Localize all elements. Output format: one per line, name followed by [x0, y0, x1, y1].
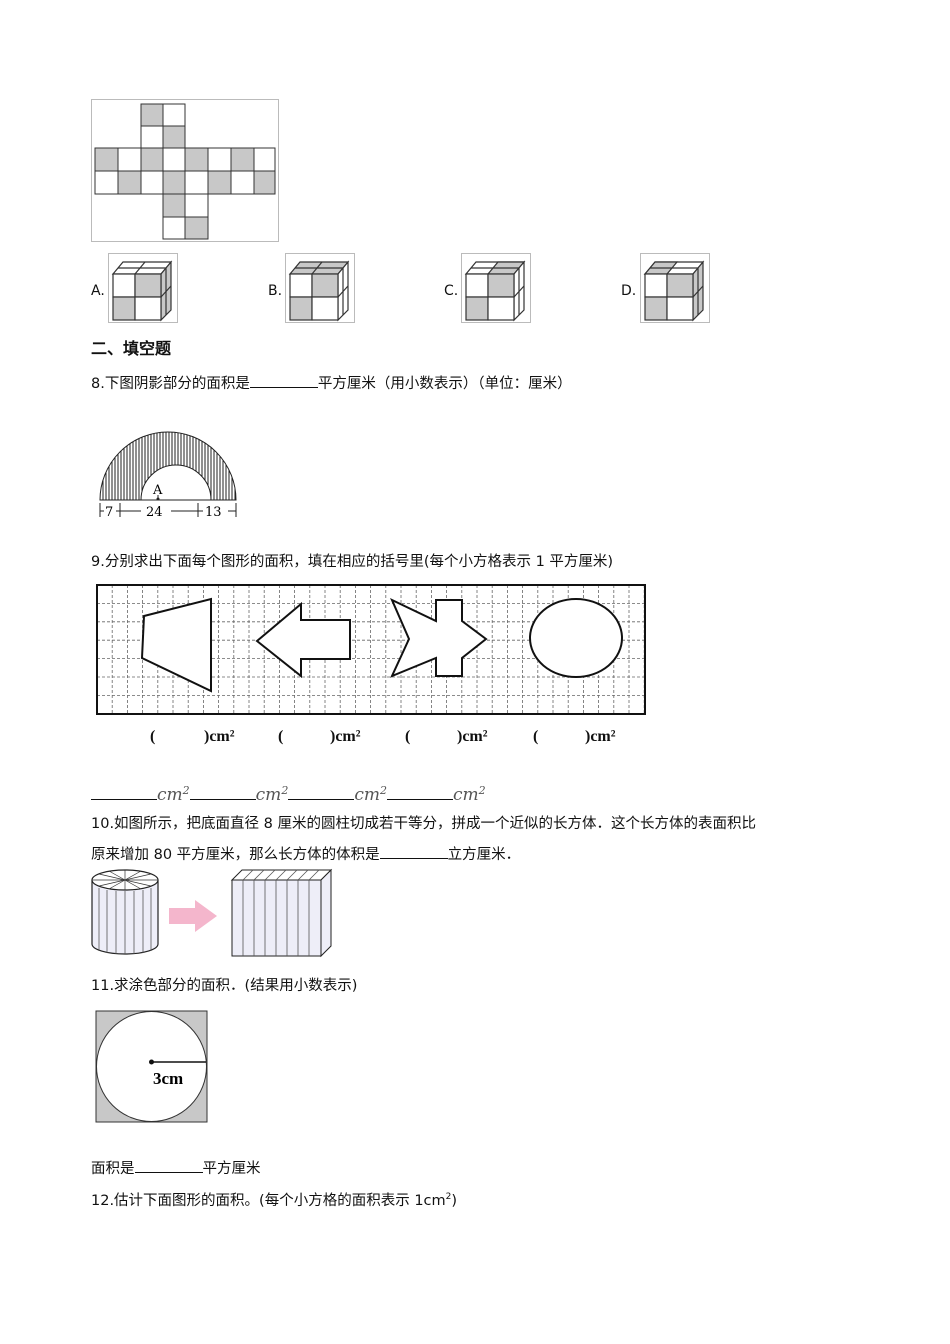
q10-answer-blank[interactable]: [379, 844, 448, 859]
q8-text: 8.下图阴影部分的面积是 平方厘米（用小数表示）（单位：厘米）: [91, 373, 572, 394]
cylinder-svg: [91, 868, 333, 958]
q9-text: 9.分别求出下面每个图形的面积，填在相应的括号里(每个小方格表示 1 平方厘米): [91, 554, 614, 570]
cube-net-svg: [94, 103, 276, 240]
paren-close-unit: )cm²: [585, 728, 616, 745]
circle-in-square-svg: 3cm: [95, 1010, 208, 1123]
option-c-label[interactable]: C.: [444, 283, 459, 299]
option-d-cube[interactable]: [640, 253, 710, 323]
semicircle-svg: A 7 24 13: [99, 431, 237, 520]
q8-prefix: 8.下图阴影部分的面积是: [91, 376, 250, 392]
q8-suffix: 平方厘米（用小数表示）（单位：厘米）: [317, 376, 572, 392]
cube-icon: [288, 260, 350, 322]
q12-text: 12.估计下面图形的面积。(每个小方格的面积表示 1cm2): [91, 1187, 457, 1211]
q11-answer-blank[interactable]: [134, 1158, 203, 1173]
unit-cm: cm: [157, 784, 183, 805]
cube-icon: [464, 260, 526, 322]
paren-open: (: [533, 728, 539, 745]
cube-net-figure: [91, 99, 279, 242]
option-a-cube[interactable]: [108, 253, 178, 323]
q9-answer-blank-2[interactable]: [189, 785, 256, 800]
paren-open: (: [405, 728, 411, 745]
dim-mid: 24: [146, 505, 163, 520]
radius-label: 3cm: [153, 1069, 183, 1088]
trapezoid-shape: [140, 597, 212, 693]
section-title: 二、填空题: [91, 339, 172, 358]
q8-answer-blank[interactable]: [249, 373, 318, 388]
q11-answer-suffix: 平方厘米: [202, 1161, 261, 1177]
q12-main: 12.估计下面图形的面积。(每个小方格的面积表示 1cm: [91, 1192, 446, 1209]
arrow-shape: [255, 601, 351, 679]
q9-grid-figure: [94, 583, 650, 718]
q11-answer-prefix: 面积是: [91, 1161, 135, 1177]
grid-shapes-svg: [96, 584, 646, 715]
option-b-label[interactable]: B.: [268, 283, 283, 299]
unit-sup: 2: [478, 784, 486, 797]
q11-answer: 面积是 平方厘米: [91, 1158, 261, 1179]
q10-line2-prefix: 原来增加 80 平方厘米，那么长方体的体积是: [91, 847, 380, 863]
q12-sup: 2: [445, 1192, 452, 1202]
unit-sup: 2: [379, 784, 387, 797]
unit-sup: 2: [281, 784, 289, 797]
q9-answer-blank-1[interactable]: [91, 785, 157, 800]
q9-answer-blank-3[interactable]: [288, 785, 355, 800]
option-a-label[interactable]: A.: [91, 283, 105, 299]
paren-open: (: [278, 728, 284, 745]
paren-close-unit: )cm²: [204, 728, 235, 745]
q10-line1: 10.如图所示，把底面直径 8 厘米的圆柱切成若干等分，拼成一个近似的长方体．这…: [91, 816, 756, 832]
q12-close: ): [451, 1192, 458, 1209]
cube-icon: [643, 260, 705, 322]
paren-open: (: [150, 728, 156, 745]
option-b-cube[interactable]: [285, 253, 355, 323]
dim-right: 13: [205, 505, 222, 520]
unit-cm: cm: [452, 784, 479, 805]
label-a: A: [152, 483, 163, 498]
q9-paren-row: ( )cm² ( )cm² ( )cm² ( )cm²: [94, 728, 650, 750]
cube-icon: [111, 260, 173, 322]
pink-arrow-icon: [169, 900, 217, 932]
unit-cm: cm: [354, 784, 380, 805]
option-d-label[interactable]: D.: [621, 283, 637, 299]
q10-line2: 原来增加 80 平方厘米，那么长方体的体积是 立方厘米．: [91, 844, 520, 865]
cross-shape: [390, 597, 488, 678]
option-c-cube[interactable]: [461, 253, 531, 323]
dim-left: 7: [105, 505, 113, 520]
paren-close-unit: )cm²: [457, 728, 488, 745]
q11-circle-figure: 3cm: [95, 1010, 208, 1123]
q8-semicircle-figure: A 7 24 13: [96, 425, 241, 520]
unit-cm: cm: [255, 784, 282, 805]
q9-answer-blank-4[interactable]: [386, 785, 453, 800]
ellipse-shape: [529, 598, 623, 678]
q10-line2-suffix: 立方厘米．: [447, 847, 521, 863]
paren-close-unit: )cm²: [330, 728, 361, 745]
unit-sup: 2: [182, 784, 190, 797]
q10-cylinder-figure: [89, 866, 339, 958]
q11-text: 11.求涂色部分的面积．(结果用小数表示): [91, 978, 358, 994]
